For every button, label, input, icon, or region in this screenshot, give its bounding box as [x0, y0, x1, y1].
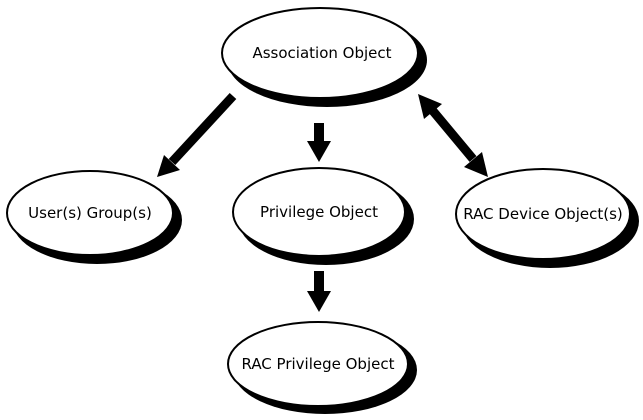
- arrow-privilege-to-rac-privilege-shaft: [314, 271, 324, 292]
- arrow-association-to-users-groups: [157, 92, 237, 177]
- node-privilege-object: Privilege Object: [232, 167, 414, 265]
- arrow-privilege-to-rac-privilege: [307, 271, 331, 312]
- node-rac-privilege-label: RAC Privilege Object: [242, 355, 395, 373]
- arrow-association-to-users-groups-shaft: [168, 92, 237, 166]
- node-users-groups: User(s) Group(s): [6, 170, 182, 264]
- node-rac-device-label: RAC Device Object(s): [463, 205, 623, 223]
- arrow-association-rac-device-head-bottom: [464, 152, 488, 177]
- arrow-privilege-to-rac-privilege-head: [307, 291, 331, 312]
- node-association-shape: [221, 7, 419, 99]
- arrow-association-rac-device-bidirectional: [418, 94, 488, 177]
- arrow-association-rac-device-head-top: [418, 94, 442, 119]
- node-rac-privilege-object: RAC Privilege Object: [227, 321, 417, 414]
- node-rac-device-objects: RAC Device Object(s): [455, 168, 639, 268]
- node-users-groups-shape: [6, 170, 174, 256]
- node-privilege-label: Privilege Object: [260, 203, 378, 221]
- arrow-association-to-users-groups-head: [157, 155, 180, 177]
- node-users-groups-label: User(s) Group(s): [28, 204, 152, 222]
- arrow-association-to-privilege: [307, 123, 331, 162]
- node-association-label: Association Object: [252, 44, 391, 62]
- node-association-object: Association Object: [221, 7, 427, 107]
- arrow-association-to-privilege-shaft: [314, 123, 324, 142]
- arrow-association-to-privilege-head: [307, 141, 331, 162]
- node-rac-device-shape: [455, 168, 631, 260]
- node-rac-privilege-shape: [227, 321, 409, 407]
- arrow-association-rac-device-shaft: [429, 108, 477, 162]
- node-privilege-shape: [232, 167, 406, 257]
